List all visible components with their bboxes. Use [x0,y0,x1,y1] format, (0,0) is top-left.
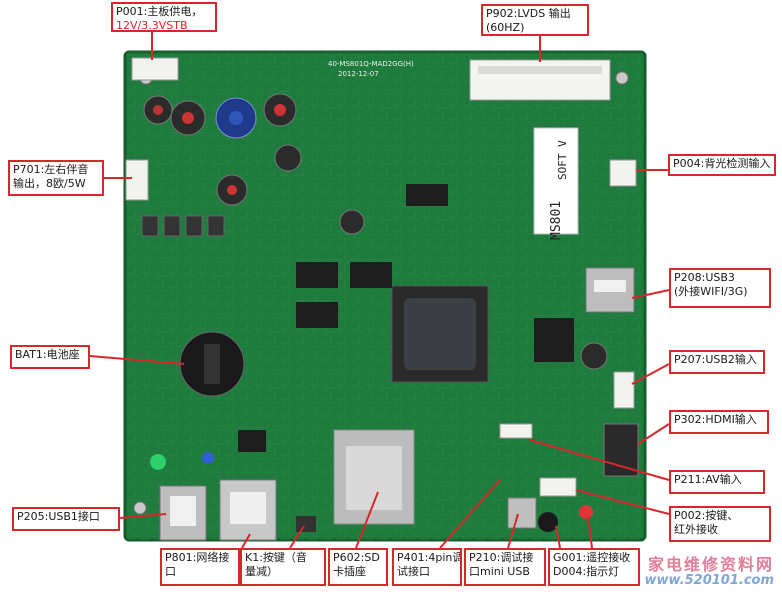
p207-connector [613,371,635,409]
label-p208-line2: (外接WIFI/3G) [674,285,748,298]
silk-date: 2012-12-07 [338,70,379,78]
label-g001-line1: G001:遥控接收 [553,551,631,564]
label-p401-line1: P401:4pin调 [397,551,462,564]
p002-connector [539,477,577,497]
label-g001: G001:遥控接收 D004:指示灯 [548,548,640,586]
ram-chip [296,262,338,288]
label-p205-line1: P205:USB1接口 [17,510,100,523]
ir-receiver [538,512,558,532]
label-p302: P302:HDMI输入 [669,410,769,434]
label-p004-line1: P004:背光检测输入 [673,157,771,170]
label-p001-line2: 12V/3.3VSTB [116,19,188,32]
p401-connector [499,423,533,439]
mini-usb-port [507,497,537,529]
chip-label: MS801 [549,201,564,240]
label-k1: K1:按键（音 量减） [240,548,326,586]
label-p210-line2: 口mini USB [469,565,530,578]
label-p004: P004:背光检测输入 [668,154,776,176]
label-p602-line2: 卡插座 [333,565,366,578]
indicator-led [579,505,593,519]
label-p902-line2: (60HZ) [486,21,525,34]
label-p602-line1: P602:SD [333,551,380,564]
soft-label: SOFT V [556,140,569,180]
label-p210-line1: P210:调试接 [469,551,534,564]
label-p902-line1: P902:LVDS 输出 [486,7,571,20]
label-k1-line1: K1:按键（音 [245,551,307,564]
label-p208: P208:USB3 (外接WIFI/3G) [669,268,771,308]
label-p208-line1: P208:USB3 [674,271,735,284]
watermark: 家电维修资料网 www.520101.com [644,556,774,588]
silk-model: 40-MS801Q-MAD2GG(H) [328,60,414,68]
hdmi-port [603,423,639,477]
label-p801: P801:网络接 口 [160,548,240,586]
label-p302-line1: P302:HDMI输入 [674,413,757,426]
watermark-name: 家电维修资料网 [647,555,774,575]
rj45-port [219,479,277,541]
label-p701-line2: 输出，8欧/5W [13,177,86,190]
label-p001: P001:主板供电， 12V/3.3VSTB [111,2,217,32]
watermark-url: www.520101.com [644,572,774,588]
ms801-sticker [533,127,579,235]
label-p401-line2: 试接口 [397,565,430,578]
label-p401: P401:4pin调 试接口 [392,548,462,586]
label-p211-line1: P211:AV输入 [674,473,742,486]
label-p001-line1: P001:主板供电， [116,5,203,18]
p001-connector [131,57,179,81]
capacitor-group [143,93,608,370]
label-p002-line1: P002:按键、 [674,509,739,522]
label-p211: P211:AV输入 [669,470,765,494]
label-p701-line1: P701:左右伴音 [13,163,89,176]
label-bat1-line1: BAT1:电池座 [15,348,80,361]
label-p207: P207:USB2输入 [669,350,765,374]
label-p002-line2: 红外接收 [674,523,718,536]
label-p801-line2: 口 [165,565,176,578]
label-p701: P701:左右伴音 输出，8欧/5W [8,160,104,196]
label-g001-line2: D004:指示灯 [553,565,620,578]
p701-connector [125,159,149,201]
leader-lines [89,30,670,549]
label-p002: P002:按键、 红外接收 [669,506,771,542]
label-p210: P210:调试接 口mini USB [464,548,546,586]
label-k1-line2: 量减） [245,565,278,578]
label-p801-line1: P801:网络接 [165,551,230,564]
label-p602: P602:SD 卡插座 [328,548,388,586]
label-p902: P902:LVDS 输出 (60HZ) [481,4,589,36]
label-p205: P205:USB1接口 [12,507,120,531]
label-bat1: BAT1:电池座 [10,345,90,369]
label-p207-line1: P207:USB2输入 [674,353,757,366]
k1-button [296,516,316,532]
p004-connector [609,159,637,187]
